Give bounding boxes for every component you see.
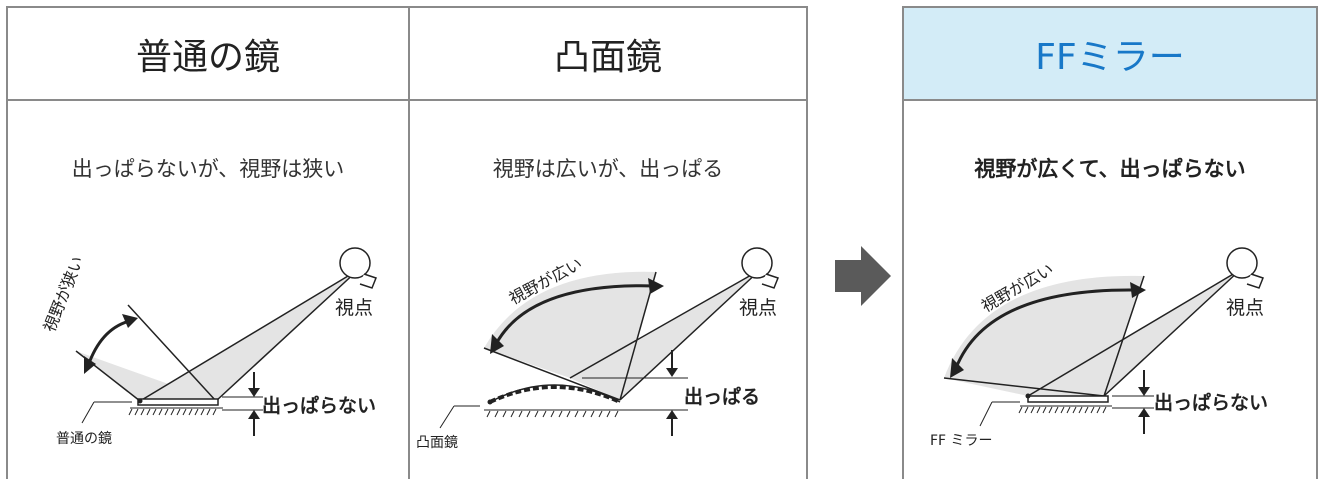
ff-mirror-diagram: [943, 247, 1264, 434]
eye-label: 視点: [1226, 297, 1265, 319]
eye-label: 視点: [739, 297, 778, 319]
panel-caption: 視野が広くて、出っぱらない: [974, 157, 1246, 181]
mirror-label: 凸面鏡: [416, 435, 458, 451]
panel-caption: 視野は広いが、出っぱる: [492, 157, 724, 181]
protrusion-label: 出っぱらない: [262, 395, 377, 417]
panel-title: FFミラー: [904, 8, 1316, 101]
mirror-label: FF ミラー: [930, 433, 993, 449]
protrusion-label: 出っぱらない: [1154, 392, 1269, 414]
normal-mirror-diagram: [75, 247, 377, 436]
convex-mirror-diagram: [439, 247, 779, 436]
panel-normal-mirror: 普通の鏡 出っぱらないが、視野は狭い: [6, 6, 410, 479]
panel-caption: 出っぱらないが、視野は狭い: [71, 157, 345, 181]
protrusion-label: 出っぱる: [684, 386, 761, 408]
eye-label: 視点: [335, 297, 374, 319]
mirror-label: 普通の鏡: [56, 431, 112, 447]
arrow-right-icon: [835, 246, 891, 306]
panel-title: 凸面鏡: [410, 8, 806, 101]
panel-title: 普通の鏡: [8, 8, 408, 101]
panel-ff-mirror: FFミラー 視野が広くて、出っぱらない: [902, 6, 1318, 479]
panel-convex-mirror: 凸面鏡 視野は広いが、出っぱる: [408, 6, 808, 479]
